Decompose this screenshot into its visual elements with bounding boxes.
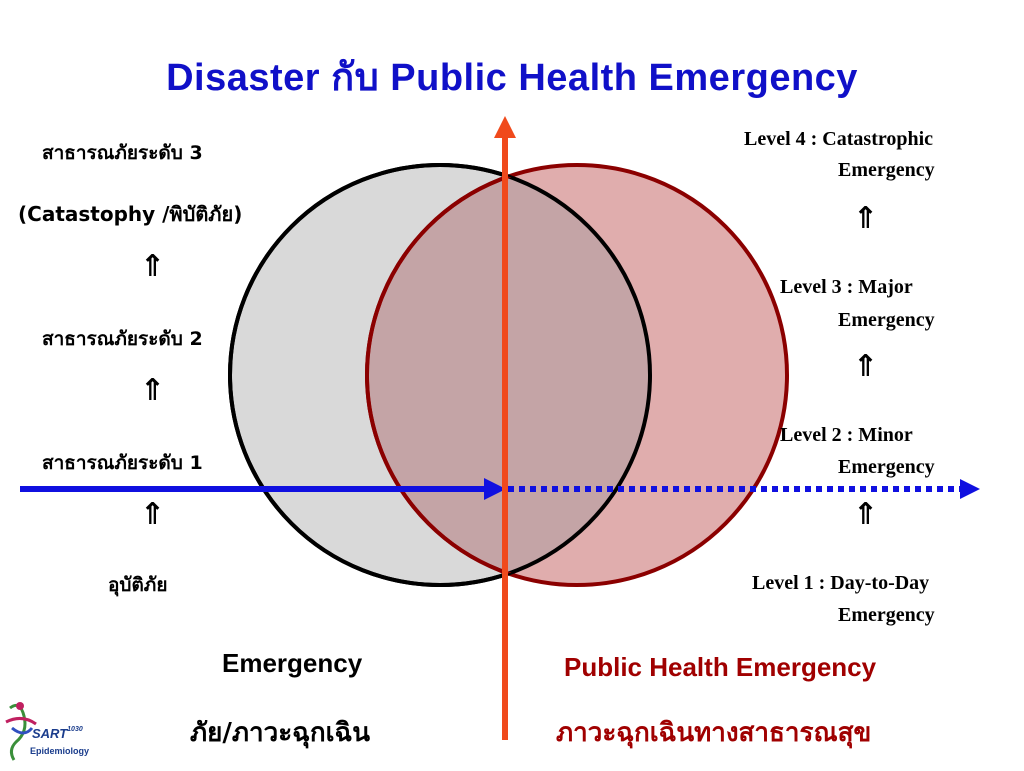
logo-text-sart: SART — [32, 726, 68, 741]
left-up-arrow-icon-1: ⇑ — [140, 249, 166, 284]
right-level3-line2: Emergency — [838, 309, 935, 331]
right-level4-line1: Level 4 : Catastrophic — [744, 128, 934, 150]
left-up-arrow-icon-3: ⇑ — [140, 497, 166, 532]
right-level3-line1: Level 3 : Major — [780, 276, 913, 298]
left-up-arrow-icon-2: ⇑ — [140, 373, 166, 408]
phe-caption-th: ภาวะฉุกเฉินทางสาธารณสุข — [556, 718, 872, 748]
horizontal-axis-dotted-arrowhead — [960, 479, 980, 499]
vertical-axis-arrowhead — [494, 116, 516, 138]
right-level4-line2: Emergency — [838, 159, 935, 181]
left-level2-label: สาธารณภัยระดับ 2 — [42, 328, 203, 350]
emergency-caption-en: Emergency — [222, 648, 363, 678]
left-level1-label: สาธารณภัยระดับ 1 — [42, 452, 203, 474]
page-title: Disaster กับ Public Health Emergency — [166, 57, 858, 99]
right-level2-line2: Emergency — [838, 456, 935, 478]
phe-circle-outline — [365, 165, 650, 585]
right-up-arrow-icon-3: ⇑ — [853, 497, 879, 532]
left-catastrophy-label: (Catastophy /พิบัติภัย) — [18, 202, 243, 226]
right-level1-line1: Level 1 : Day-to-Day — [752, 572, 930, 594]
emergency-circle-outline — [228, 163, 652, 587]
right-up-arrow-icon-2: ⇑ — [853, 349, 879, 384]
horizontal-axis-arrowhead — [484, 478, 506, 500]
left-level3-label: สาธารณภัยระดับ 3 — [42, 142, 203, 164]
overlap-region — [369, 167, 650, 583]
sart-epidemiology-logo: SART1030 Epidemiology — [2, 698, 110, 766]
right-up-arrow-icon-1: ⇑ — [853, 201, 879, 236]
phe-caption-en: Public Health Emergency — [564, 652, 877, 682]
logo-text-epidemiology: Epidemiology — [30, 746, 90, 756]
left-accident-label: อุบัติภัย — [108, 574, 168, 596]
logo-text-sup: 1030 — [67, 726, 83, 733]
right-level1-line2: Emergency — [838, 604, 935, 626]
logo-figure-icon — [5, 702, 37, 761]
right-level2-line1: Level 2 : Minor — [780, 424, 913, 446]
emergency-caption-th: ภัย/ภาวะฉุกเฉิน — [190, 718, 370, 748]
